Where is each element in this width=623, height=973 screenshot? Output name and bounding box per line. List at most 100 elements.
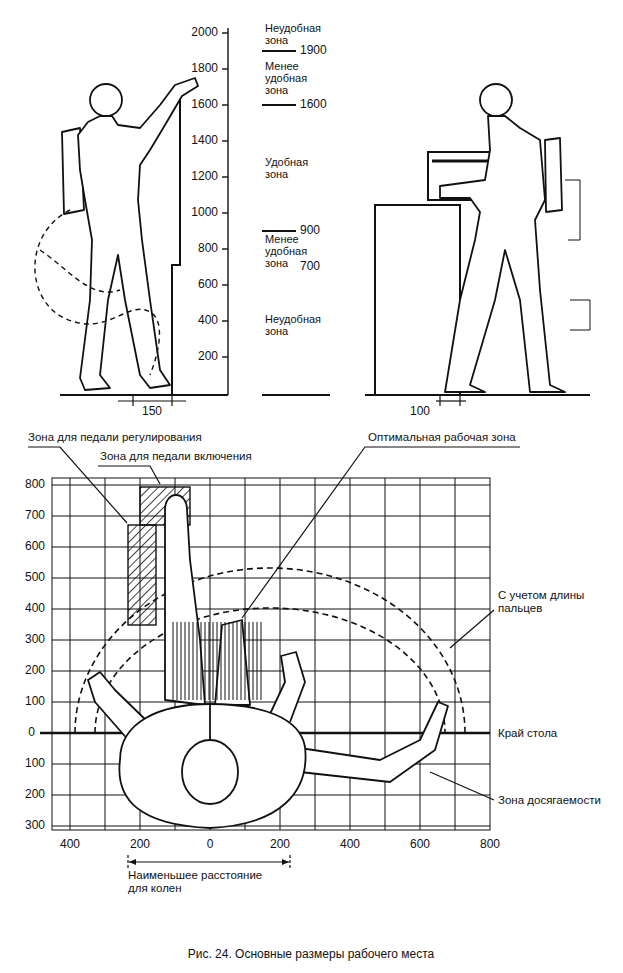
grid-value: 600 [25, 540, 45, 553]
dimension-150 [118, 395, 186, 406]
dimension: 100 [410, 405, 430, 418]
grid-value: 400 [340, 838, 360, 851]
grid-value: 400 [60, 838, 80, 851]
leader-lines-part [430, 772, 494, 800]
standing-figure [440, 84, 565, 392]
standing-figure-part [545, 138, 562, 212]
height-scale-part [222, 284, 228, 285]
machine-outline-part [565, 180, 580, 240]
seated-figure [88, 652, 448, 828]
knee-dimension-part [129, 861, 289, 862]
grid-value: 500 [25, 571, 45, 584]
grid-part [52, 826, 490, 827]
callout-label: Зона для педали включения [100, 450, 252, 463]
zone-label: Неудобная зона [265, 313, 329, 337]
height-scale-part [222, 320, 228, 321]
height-scale-part [262, 104, 296, 106]
height-scale-part [262, 50, 296, 52]
height-value: 2000 [191, 26, 218, 39]
seated-figure-part [119, 704, 305, 828]
height-value: 1600 [191, 98, 218, 111]
dimension-150-part [118, 400, 186, 401]
standing-figure-part [78, 78, 198, 390]
machine-outline [565, 180, 590, 330]
grid-value: 700 [25, 509, 45, 522]
height-scale-part [222, 140, 228, 141]
height-scale [60, 28, 330, 395]
height-scale-part [262, 394, 330, 396]
grid-value: 0 [207, 838, 214, 851]
knee-dimension-part [289, 855, 290, 870]
cabinet-part [432, 160, 488, 163]
grid-part [52, 516, 490, 517]
height-scale-part [222, 68, 228, 69]
callout-label: Край стола [498, 727, 557, 740]
wall-panel [172, 85, 180, 395]
height-value: 1200 [191, 170, 218, 183]
figure-caption: Рис. 24. Основные размеры рабочего места [188, 948, 435, 961]
height-scale-part [227, 28, 228, 395]
dimension-100 [436, 395, 466, 406]
callout-label: Зона для педали регулирования [28, 431, 202, 444]
grid-part [52, 478, 490, 830]
zone-label: Удобная зона [265, 156, 329, 180]
height-value: 200 [198, 350, 218, 363]
grid [52, 478, 490, 830]
height-scale-part [222, 212, 228, 213]
zone-limit: 900 [300, 224, 320, 237]
zone-limit: 1900 [300, 44, 327, 57]
grid-part [52, 609, 490, 610]
grid-part [52, 485, 490, 486]
seated-figure-part [300, 702, 448, 782]
seated-figure-part [270, 652, 305, 722]
grid-value: 600 [410, 838, 430, 851]
standing-figure-part [90, 84, 122, 116]
height-scale-part [222, 356, 228, 357]
grid-value: 800 [25, 478, 45, 491]
machine-outline-part [570, 300, 590, 330]
callout-label: Наименьшее расстояние для колен [128, 869, 273, 894]
callout-label: Оптимальная рабочая зона [368, 431, 516, 444]
seated-figure-part [209, 704, 211, 740]
standing-figure [62, 78, 198, 390]
callout-label: С учетом длины пальцев [498, 589, 610, 614]
grid-value: 200 [270, 838, 290, 851]
height-value: 1000 [191, 206, 218, 219]
dimension: 150 [142, 405, 162, 418]
leader-lines-part [242, 447, 520, 618]
grid-part [70, 478, 71, 830]
grid-part [315, 478, 316, 830]
height-scale-part [222, 32, 228, 33]
grid-part [52, 671, 490, 672]
height-value: 800 [198, 242, 218, 255]
height-value: 400 [198, 314, 218, 327]
leader-lines-part [98, 466, 160, 484]
height-value: 1800 [191, 62, 218, 75]
zone-limit: 1600 [300, 98, 327, 111]
grid-part [52, 640, 490, 641]
grid-value: 100 [25, 757, 45, 770]
bending-outline-part [35, 210, 160, 375]
dimension-100-part [436, 400, 466, 401]
grid-value: 300 [25, 633, 45, 646]
height-scale-part [222, 176, 228, 177]
bending-outline-part [40, 250, 120, 292]
grid-value: 300 [25, 819, 45, 832]
grid-value: 400 [25, 602, 45, 615]
seated-figure-part [182, 740, 238, 804]
zone-label: Неудобная зона [265, 22, 329, 46]
grid-value: 800 [480, 838, 500, 851]
standing-figure-part [440, 116, 565, 392]
grid-part [52, 547, 490, 548]
callout-label: Зона досягаемости [498, 794, 601, 807]
grid-part [455, 478, 456, 830]
grid-value: 200 [25, 664, 45, 677]
optimal-zone [172, 622, 264, 700]
grid-value: 0 [28, 726, 35, 739]
zone-limit: 700 [300, 260, 320, 273]
optimal-zone-part [172, 622, 264, 700]
leader-lines [28, 447, 520, 800]
knee-dimension-part [127, 855, 128, 870]
